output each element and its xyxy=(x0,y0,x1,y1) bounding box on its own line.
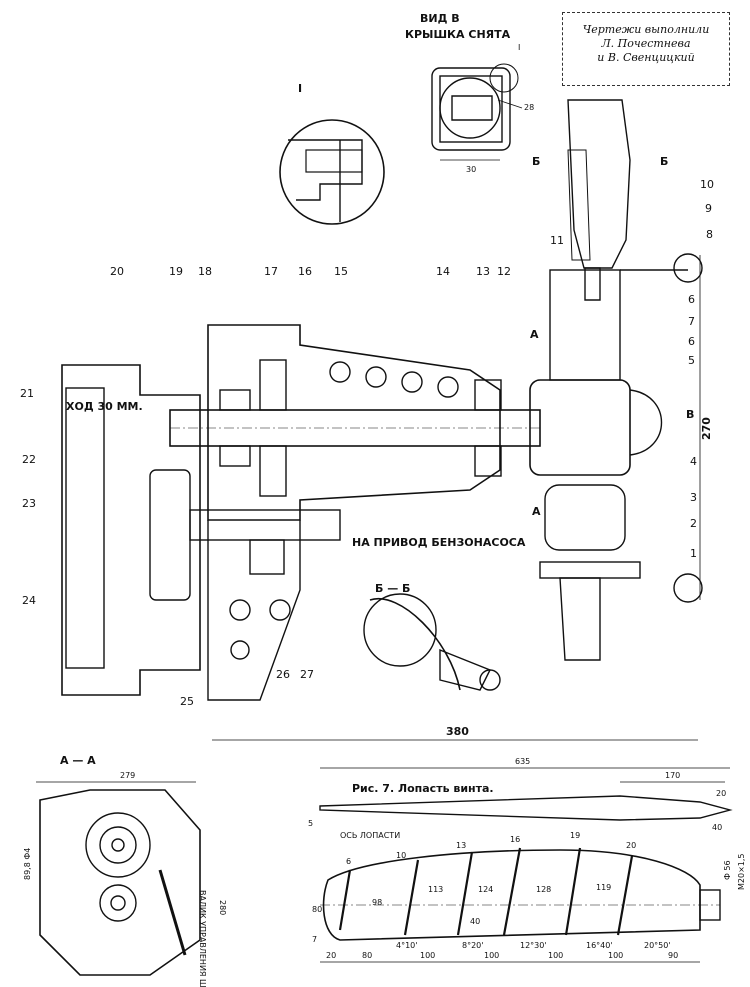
part-19: 19 xyxy=(169,265,183,278)
view-b-dim: 30 xyxy=(466,165,476,174)
view-b-subtitle: КРЫШКА СНЯТА xyxy=(405,28,511,41)
part-9: 9 xyxy=(705,202,712,215)
blade-angle-5: 20°50' xyxy=(644,941,671,950)
blade-chord-113: 113 xyxy=(428,885,443,894)
view-b-callout-i: I xyxy=(518,43,520,52)
blade-bdim-5: 100 xyxy=(548,951,563,960)
blade-side-80: 80 xyxy=(312,905,322,914)
part-23: 23 xyxy=(22,497,36,510)
part-26: 26 xyxy=(276,668,290,681)
blade-dim-20: 20 xyxy=(716,789,726,798)
blade-angle-3: 12°30' xyxy=(520,941,547,950)
blade-bdim-4: 100 xyxy=(484,951,499,960)
part-22: 22 xyxy=(22,453,36,466)
blade-caption: Рис. 7. Лопасть винта. xyxy=(352,782,494,795)
arrow-a-bottom: А xyxy=(532,505,541,518)
blade-angle-4: 16°40' xyxy=(586,941,613,950)
part-4: 4 xyxy=(690,455,697,468)
part-13: 13 xyxy=(476,265,490,278)
arrow-b-right: Б xyxy=(660,155,668,168)
dim-89: 89,8 Ф4 xyxy=(23,848,32,880)
blade-axis-label: ОСЬ ЛОПАСТИ xyxy=(340,831,400,840)
dim-279: 279 xyxy=(120,771,135,780)
part-11: 11 xyxy=(550,234,564,247)
view-b: ВИД В КРЫШКА СНЯТА 30 I 28 xyxy=(405,12,534,174)
blade-figure: 635 170 Рис. 7. Лопасть винта. 20 40 5 О… xyxy=(308,757,746,963)
blade-side-7: 7 xyxy=(312,935,317,944)
dimension-lines xyxy=(212,255,701,741)
blade-bdim-2: 80 xyxy=(362,951,372,960)
blade-bdim-1: 20 xyxy=(326,951,336,960)
part-25: 25 xyxy=(180,695,194,708)
fuel-pump-label: НА ПРИВОД БЕНЗОНАСОСА xyxy=(352,536,526,549)
blade-chord-98: 98 xyxy=(372,898,382,907)
blade-angle-2: 8°20' xyxy=(462,941,483,950)
blade-section-13: 13 xyxy=(456,841,466,850)
credits-line-3: и В. Свенцицкий xyxy=(597,51,695,64)
part-27: 27 xyxy=(300,668,314,681)
view-b-title: ВИД В xyxy=(420,12,460,25)
part-6b: 6 xyxy=(688,335,695,348)
blade-chord-128: 128 xyxy=(536,885,551,894)
part-17: 17 xyxy=(264,265,278,278)
credits-line-2: Л. Почестнева xyxy=(601,37,691,50)
blade-bdim-3: 100 xyxy=(420,951,435,960)
blade-bdim-6: 100 xyxy=(608,951,623,960)
credits-box: Чертежи выполнили Л. Почестнева и В. Све… xyxy=(562,12,730,86)
stroke-label: ХОД 30 ММ. xyxy=(66,400,143,413)
part-21: 21 xyxy=(20,387,34,400)
blade-side-40: 40 xyxy=(470,917,480,926)
blade-hub-thread: М20×1,5 xyxy=(737,853,746,890)
part-15: 15 xyxy=(334,265,348,278)
control-shaft-label: ВАЛИК УПРАВЛЕНИЯ ШАГОМ xyxy=(198,890,207,987)
dim-280: 280 xyxy=(218,900,227,915)
part-12: 12 xyxy=(497,265,511,278)
arrow-b-left: Б xyxy=(532,155,540,168)
blade-dim-5: 5 xyxy=(308,819,313,828)
blade-section-6: 6 xyxy=(346,857,351,866)
arrow-v: В xyxy=(686,408,694,421)
part-20: 20 xyxy=(110,265,124,278)
section-aa-label: А — А xyxy=(60,754,96,767)
dim-270: 270 xyxy=(700,417,713,440)
blade-dim-635: 635 xyxy=(515,757,530,766)
part-3: 3 xyxy=(690,491,697,504)
part-numbers: 1 2 3 4 5 6 6 7 8 9 10 11 12 13 14 15 16… xyxy=(20,178,714,708)
part-10: 10 xyxy=(700,178,714,191)
blade-bdim-7: 90 xyxy=(668,951,678,960)
credits-line-1: Чертежи выполнили xyxy=(582,23,710,36)
blade-section-16: 16 xyxy=(510,835,520,844)
blade-dim-40a: 40 xyxy=(712,823,722,832)
arrow-a-top: А xyxy=(530,328,539,341)
detail-i: I xyxy=(279,82,385,225)
blade-hub-d56: Ф 56 xyxy=(723,860,732,880)
blade-chord-124: 124 xyxy=(478,885,493,894)
part-7: 7 xyxy=(688,315,695,328)
part-6a: 6 xyxy=(688,293,695,306)
dim-380: 380 xyxy=(446,725,469,738)
blade-chord-119: 119 xyxy=(596,883,611,892)
blade-section-20: 20 xyxy=(626,841,636,850)
view-b-callout-28: 28 xyxy=(524,103,534,112)
part-24: 24 xyxy=(22,594,36,607)
section-aa: А — А 279 280 89,8 Ф4 ВАЛИК УПРАВЛЕНИЯ Ш… xyxy=(23,754,227,987)
part-1: 1 xyxy=(690,547,697,560)
part-16: 16 xyxy=(298,265,312,278)
part-14: 14 xyxy=(436,265,450,278)
section-bb xyxy=(363,593,501,691)
main-assembly xyxy=(61,253,703,701)
part-5: 5 xyxy=(688,354,695,367)
propeller-blade-upper xyxy=(567,99,631,301)
blade-section-19: 19 xyxy=(570,831,580,840)
part-18: 18 xyxy=(198,265,212,278)
part-2: 2 xyxy=(690,517,697,530)
detail-i-label: I xyxy=(298,82,302,95)
blade-angle-1: 4°10' xyxy=(396,941,417,950)
part-8: 8 xyxy=(706,228,713,241)
section-bb-label: Б — Б xyxy=(375,582,410,595)
blade-dim-170: 170 xyxy=(665,771,680,780)
blade-section-10: 10 xyxy=(396,851,406,860)
